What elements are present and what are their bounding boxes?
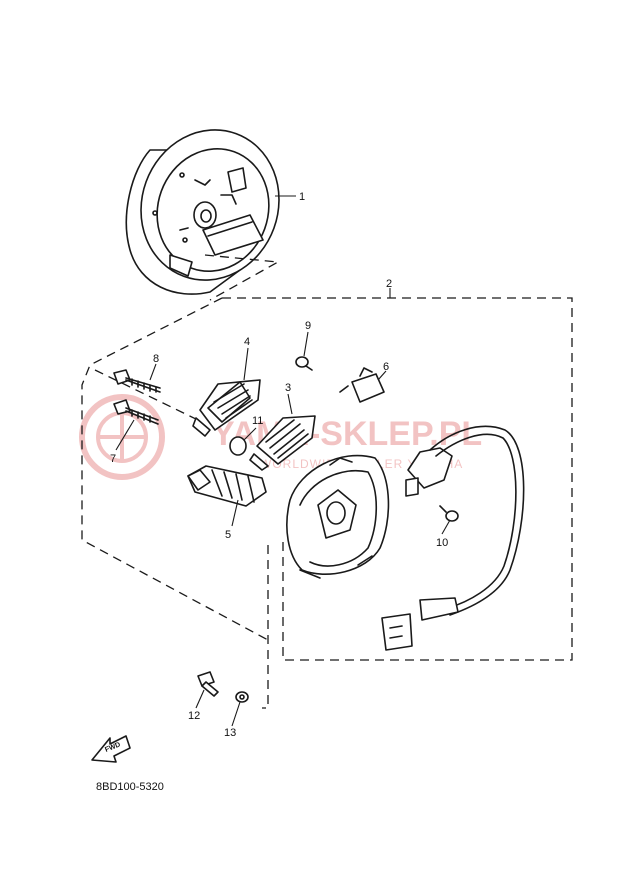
neutral-switch-part-6 [339, 367, 385, 403]
bolt-part-12 [197, 671, 219, 697]
bolt-part-7 [113, 399, 159, 425]
washer-part-13 [235, 691, 249, 703]
callout-5: 5 [225, 529, 231, 541]
bolt-part-8 [113, 369, 161, 393]
wire-harness [381, 425, 525, 651]
callout-13: 13 [224, 727, 236, 739]
rotor-part [125, 129, 280, 295]
stator-assembly-outline [81, 254, 573, 709]
callout-8: 8 [153, 353, 159, 365]
pickup-coil-part-4 [192, 379, 261, 437]
callout-1: 1 [299, 191, 305, 203]
callout-4: 4 [244, 336, 250, 348]
leader-lines [115, 195, 451, 727]
callout-9: 9 [305, 320, 311, 332]
callout-labels: 1 2 3 4 5 6 7 8 9 10 11 12 13 [110, 191, 448, 739]
callout-2: 2 [386, 278, 392, 290]
diagram-code: 8BD100-5320 [96, 781, 164, 793]
callout-7: 7 [110, 453, 116, 465]
charging-coil-part-5 [187, 465, 267, 507]
stator-plate [286, 454, 390, 579]
callout-10: 10 [436, 537, 448, 549]
callout-6: 6 [383, 361, 389, 373]
collar-part-11 [229, 436, 247, 456]
callout-11: 11 [252, 415, 263, 427]
coil-part-3 [249, 415, 316, 471]
callout-12: 12 [188, 710, 200, 722]
screw-part-9 [295, 356, 313, 371]
fwd-arrow-icon: FWD [91, 735, 131, 763]
screw-part-10 [439, 505, 459, 522]
callout-3: 3 [285, 382, 291, 394]
